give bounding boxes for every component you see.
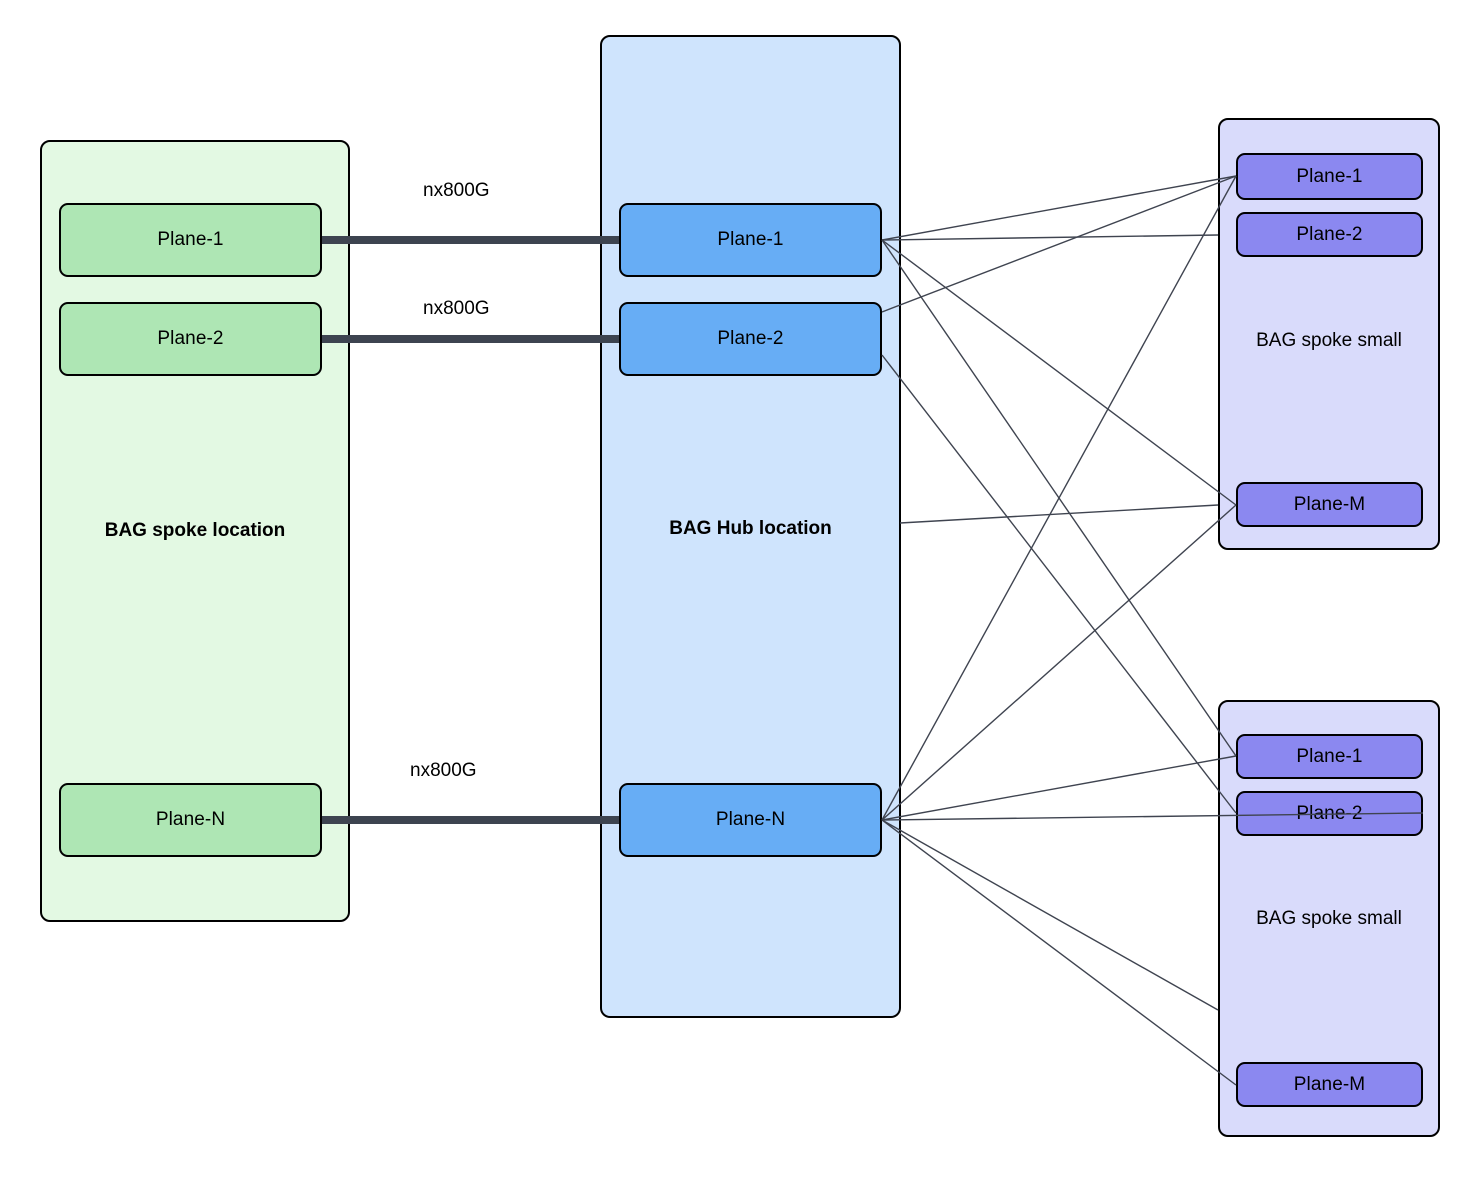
bag-spoke-small-bottom-label: BAG spoke small xyxy=(1256,908,1402,929)
hub-node-plane-1[interactable]: Plane-1 xyxy=(619,203,882,277)
spoke-small-top-node-plane-2-label: Plane-2 xyxy=(1296,223,1363,245)
spoke-small-top-node-plane-1[interactable]: Plane-1 xyxy=(1236,153,1423,200)
spoke-small-bottom-node-plane-1[interactable]: Plane-1 xyxy=(1236,734,1423,779)
fan-hub2-to-top-plane-1 xyxy=(881,175,1237,313)
spoke-small-bottom-node-plane-1-label: Plane-1 xyxy=(1296,745,1363,767)
spoke-small-bottom-node-plane-2[interactable]: Plane-2 xyxy=(1236,791,1423,836)
spoke-small-top-node-plane-1-label: Plane-1 xyxy=(1296,165,1363,187)
spoke-small-bottom-node-plane-m[interactable]: Plane-M xyxy=(1236,1062,1423,1107)
spoke-node-plane-2[interactable]: Plane-2 xyxy=(59,302,322,376)
bag-hub-location-label: BAG Hub location xyxy=(669,518,832,539)
hub-node-plane-1-label: Plane-1 xyxy=(717,229,784,250)
fan-hubn-to-bottom-plane-m xyxy=(881,819,1237,1086)
fan-hub1-to-top-plane-2 xyxy=(881,234,1219,241)
hub-node-plane-n[interactable]: Plane-N xyxy=(619,783,882,857)
spoke-small-top-node-plane-2[interactable]: Plane-2 xyxy=(1236,212,1423,257)
fan-hub1-to-top-plane-1 xyxy=(881,175,1237,241)
spoke-small-bottom-node-plane-2-label: Plane-2 xyxy=(1296,802,1363,824)
trunk-link-label-3: nx800G xyxy=(410,760,477,781)
trunk-link-label-2: nx800G xyxy=(423,298,490,319)
bag-spoke-small-top-label: BAG spoke small xyxy=(1256,330,1402,351)
spoke-node-plane-2-label: Plane-2 xyxy=(157,328,224,349)
spoke-small-top-node-plane-m-label: Plane-M xyxy=(1293,493,1366,515)
hub-node-plane-2-label: Plane-2 xyxy=(717,328,784,349)
fan-hubn-to-top-plane-1 xyxy=(881,175,1237,821)
hub-node-plane-2[interactable]: Plane-2 xyxy=(619,302,882,376)
spoke-node-plane-1[interactable]: Plane-1 xyxy=(59,203,322,277)
bag-spoke-location-label: BAG spoke location xyxy=(104,520,286,541)
spoke-node-plane-1-label: Plane-1 xyxy=(157,229,224,250)
fan-hubn-to-top-plane-m xyxy=(881,504,1237,821)
fan-hubn-to-bottom-area xyxy=(881,819,1219,1011)
spoke-node-plane-n[interactable]: Plane-N xyxy=(59,783,322,857)
spoke-node-plane-n-label: Plane-N xyxy=(155,809,226,830)
spoke-small-top-node-plane-m[interactable]: Plane-M xyxy=(1236,482,1423,527)
hub-node-plane-n-label: Plane-N xyxy=(715,809,786,830)
fan-hub1-to-bottom-plane-1 xyxy=(881,239,1237,757)
fan-hubn-to-bottom-plane-1 xyxy=(881,755,1237,821)
spoke-small-bottom-node-plane-m-label: Plane-M xyxy=(1293,1073,1366,1095)
trunk-link-label-1: nx800G xyxy=(423,180,490,201)
fan-hub-mid-to-top-plane-m xyxy=(899,504,1219,524)
fan-hub1-to-top-plane-m xyxy=(881,239,1237,506)
fan-hub2-to-bottom-plane-2 xyxy=(881,354,1237,814)
